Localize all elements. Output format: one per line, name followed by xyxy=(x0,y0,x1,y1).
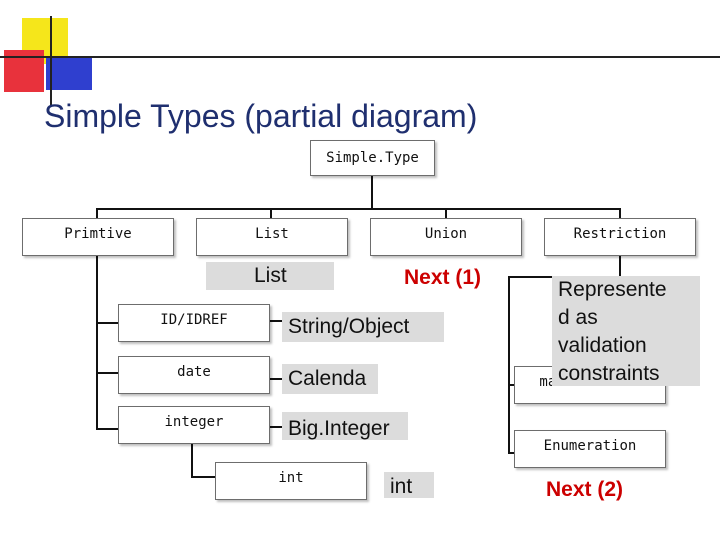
next-1-label: Next (1) xyxy=(404,266,482,289)
connector xyxy=(96,428,118,430)
connector xyxy=(445,208,447,218)
connector xyxy=(191,444,193,478)
corner-vertical-rule xyxy=(50,16,52,106)
big-integer-caption: Big.Integer xyxy=(282,412,408,440)
node-primitive: Primtive xyxy=(22,218,174,256)
connector xyxy=(96,372,118,374)
node-date: date xyxy=(118,356,270,394)
node-list: List xyxy=(196,218,348,256)
connector xyxy=(508,384,514,386)
connector xyxy=(508,452,514,454)
node-integer: integer xyxy=(118,406,270,444)
node-restriction: Restriction xyxy=(544,218,696,256)
connector xyxy=(96,208,98,218)
next-2-label: Next (2) xyxy=(546,478,624,501)
connector xyxy=(270,378,288,380)
connector xyxy=(270,208,272,218)
connector xyxy=(508,276,510,454)
node-int: int xyxy=(215,462,367,500)
connector xyxy=(191,476,215,478)
node-id-idref: ID/IDREF xyxy=(118,304,270,342)
restriction-note: Represente d as validation constraints xyxy=(552,276,700,386)
calendar-caption: Calenda r xyxy=(282,364,378,394)
list-caption: List xyxy=(206,262,334,290)
connector xyxy=(619,256,621,278)
page-title: Simple Types (partial diagram) xyxy=(44,98,478,134)
string-object-caption: String/Object xyxy=(282,312,444,342)
node-union: Union xyxy=(370,218,522,256)
connector xyxy=(270,426,288,428)
connector xyxy=(96,322,118,324)
node-enumeration: Enumeration xyxy=(514,430,666,468)
connector xyxy=(270,320,288,322)
connector xyxy=(619,208,621,218)
connector xyxy=(96,256,98,430)
corner-blue-square xyxy=(46,58,92,90)
node-simple-type: Simple.Type xyxy=(310,140,435,176)
connector xyxy=(371,176,373,210)
connector xyxy=(96,208,620,210)
int-caption: int xyxy=(384,472,434,498)
header-horizontal-rule xyxy=(0,56,720,58)
